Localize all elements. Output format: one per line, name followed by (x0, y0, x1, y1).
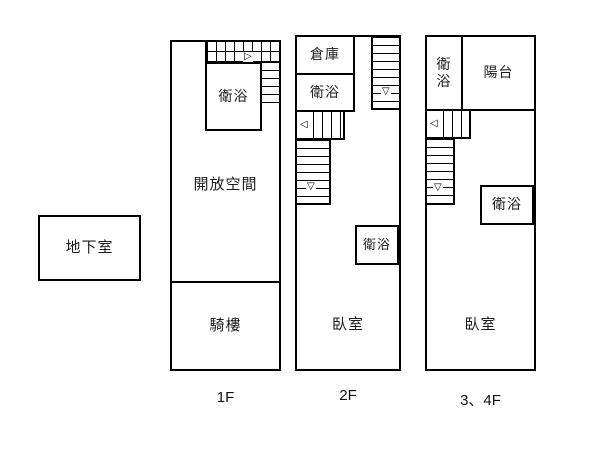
stair-treads (443, 111, 469, 137)
basement-label: 地下室 (65, 238, 114, 256)
basement-room: 地下室 (38, 215, 141, 281)
floor-1-bathroom: 衛浴 (205, 62, 262, 131)
floor-2-right-stairs: ▽ (371, 37, 399, 110)
stair-treads (313, 112, 343, 138)
floor-3-4-balcony-label: 陽台 (483, 64, 514, 81)
floor-1-plan: ▷ 衛浴 開放空間 騎樓 (170, 40, 281, 371)
floor-2-bathroom-upper-label: 衛浴 (310, 83, 340, 100)
stair-direction-down-icon: ▽ (381, 86, 391, 97)
stair-landing-line (207, 51, 279, 52)
floor-3-4-bathroom-mid-label: 衛浴 (492, 196, 522, 213)
floor-3-4-bathroom-upper-label: 衛浴 (427, 37, 461, 109)
floor-3-4-caption: 3、4F (460, 392, 501, 409)
floor-2-bathroom-lower-label: 衛浴 (362, 236, 391, 252)
stair-direction-left-icon: ◁ (299, 119, 309, 130)
floor-3-4-stairs-upper: ◁ (427, 111, 471, 139)
floor-3-4-stairs-lower: ▽ (427, 139, 455, 205)
floor-1-side-stairs (262, 62, 279, 106)
floor-2-storage-room: 倉庫 (297, 37, 355, 75)
floor-2-mid-stairs-lower: ▽ (297, 140, 331, 205)
floor-3-4-balcony: 陽台 (463, 37, 534, 111)
floor-1-arcade-wall (172, 281, 279, 283)
stair-direction-left-icon: ◁ (429, 118, 439, 129)
floor-3-4-bathroom-mid: 衛浴 (480, 185, 534, 225)
stair-direction-right-icon: ▷ (243, 51, 253, 62)
floor-1-arcade-label: 騎樓 (209, 316, 242, 334)
floor-2-caption: 2F (339, 387, 357, 404)
floor-2-storage-label: 倉庫 (310, 46, 340, 63)
bathroom-upper-text: 衛浴 (436, 55, 452, 90)
floor-3-4-bathroom-upper: 衛浴 (427, 37, 463, 111)
floor-2-mid-stairs-upper: ◁ (297, 112, 345, 140)
floor-1-top-stairs: ▷ (205, 42, 279, 62)
floor-2-plan: 倉庫 衛浴 ▽ ◁ ▽ 衛浴 臥室 (295, 35, 401, 371)
floor-3-4-plan: 衛浴 陽台 ◁ ▽ 衛浴 臥室 (425, 35, 536, 371)
floor-3-4-bedroom-label: 臥室 (464, 315, 497, 333)
floor-2-bedroom-label: 臥室 (331, 315, 364, 333)
stair-direction-down-icon: ▽ (306, 181, 316, 192)
floor-1-open-space-label: 開放空間 (193, 175, 258, 193)
floor-2-bathroom-upper: 衛浴 (297, 75, 355, 112)
floor-2-bathroom-lower: 衛浴 (355, 225, 399, 265)
floor-1-bathroom-label: 衛浴 (218, 87, 249, 104)
floor-1-caption: 1F (216, 389, 235, 406)
stair-direction-down-icon: ▽ (433, 182, 443, 193)
